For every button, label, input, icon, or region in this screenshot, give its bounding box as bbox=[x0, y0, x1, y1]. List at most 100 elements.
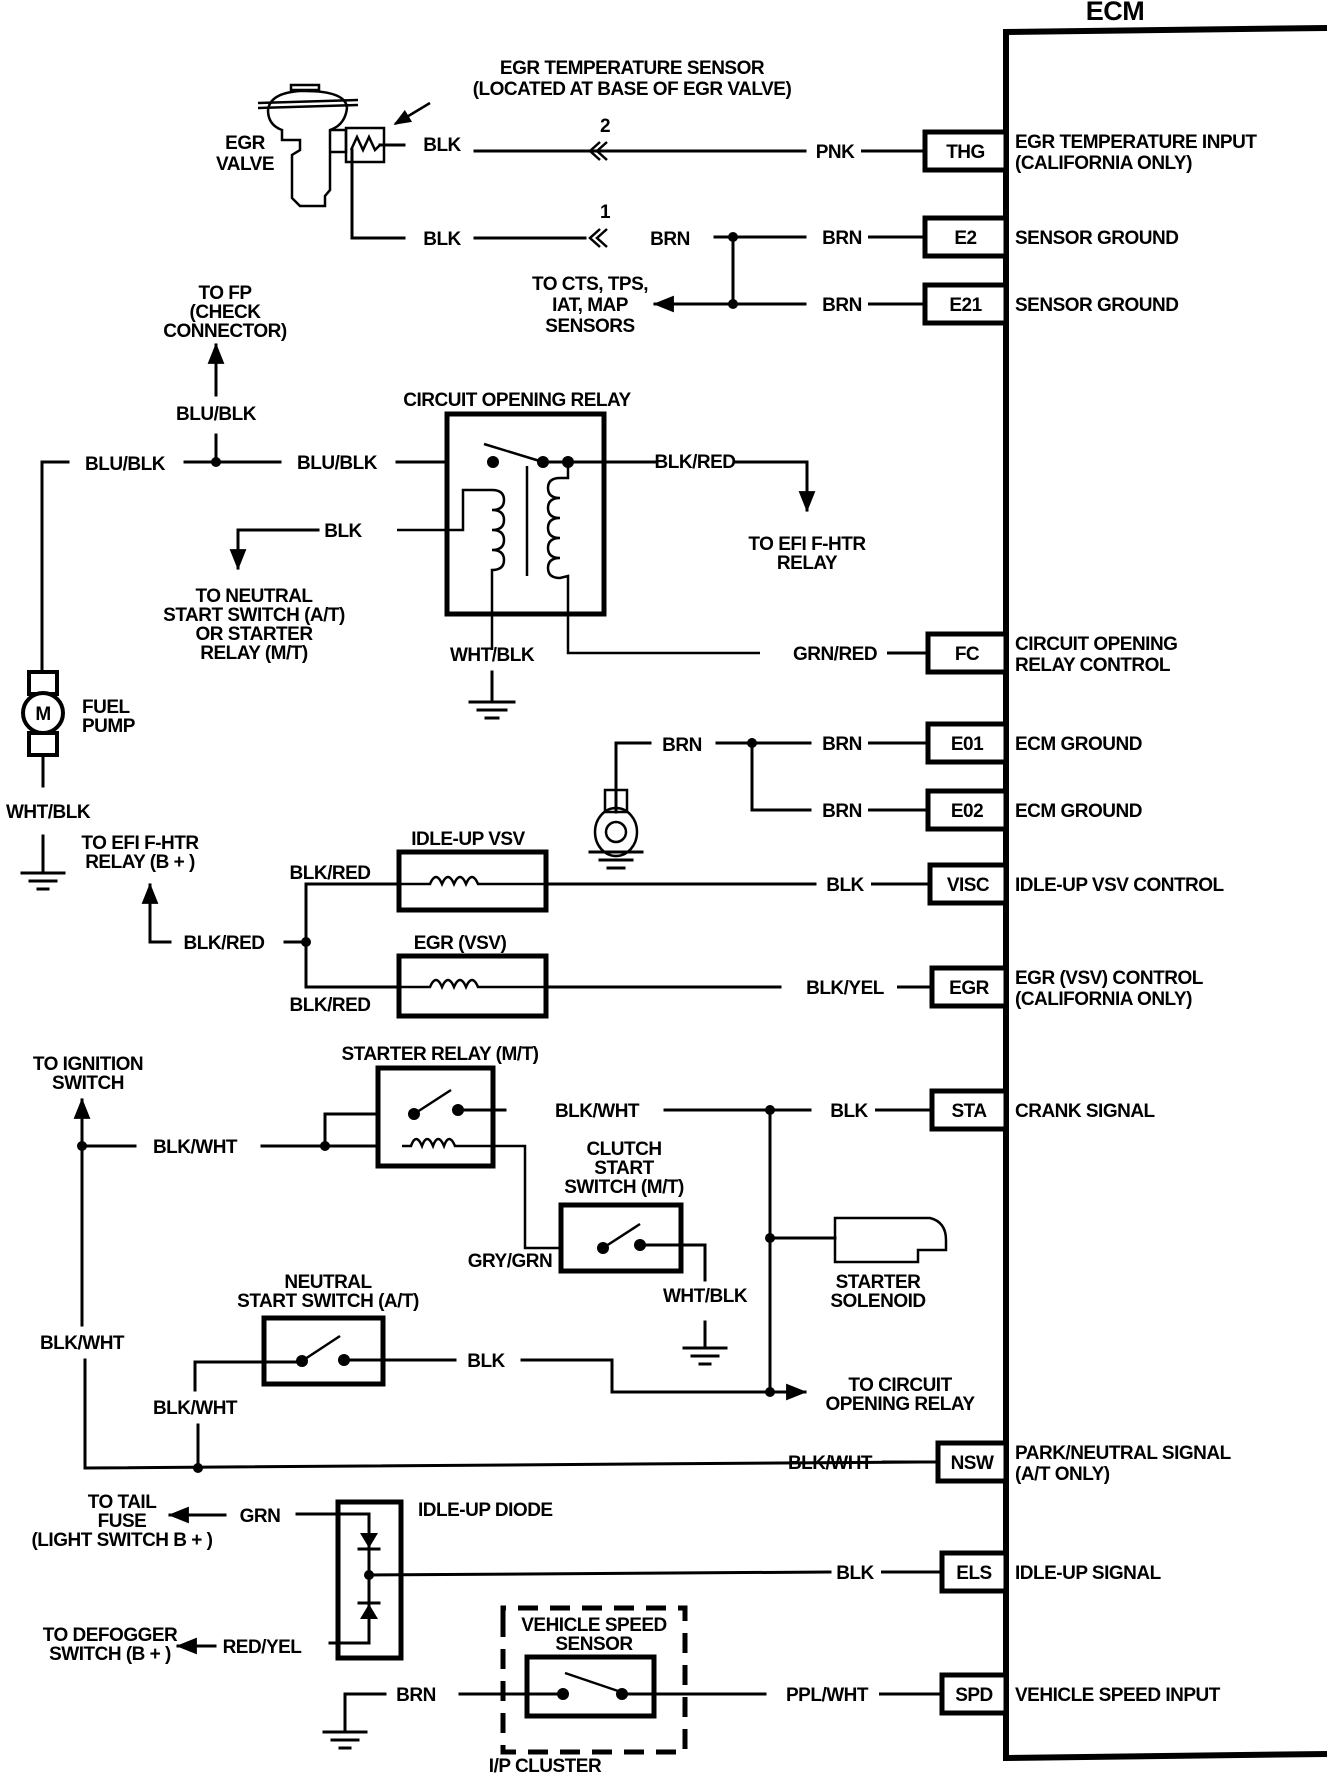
ground-icon bbox=[468, 700, 516, 720]
wire-label-blk-wht-main: BLK/WHT bbox=[153, 1137, 238, 1158]
pin-box bbox=[927, 862, 1009, 906]
pin-function-label: ECM GROUND bbox=[1015, 734, 1142, 755]
wire-label-blk-relay: BLK bbox=[324, 521, 362, 542]
starter-solenoid-icon bbox=[833, 1216, 948, 1264]
pin-function-label: SENSOR GROUND bbox=[1015, 228, 1178, 249]
egr-temperature-sensor-section: EGR TEMPERATURE SENSOR (LOCATED AT BASE … bbox=[216, 58, 807, 337]
pin-code: E2 bbox=[954, 228, 976, 249]
circuit-opening-relay-box bbox=[444, 411, 607, 617]
neutral-switch-title-1: NEUTRAL bbox=[284, 1272, 372, 1293]
wire-label: BLK bbox=[836, 1563, 874, 1584]
wire-label: BRN bbox=[822, 801, 862, 822]
wire-label-brn-vss: BRN bbox=[396, 1685, 436, 1706]
wire-label-blk-wht-neutral-in: BLK/WHT bbox=[153, 1398, 238, 1419]
to-tail-label-3: (LIGHT SWITCH B + ) bbox=[31, 1530, 212, 1551]
pin-code: SPD bbox=[955, 1685, 993, 1706]
pin-function-label: (A/T ONLY) bbox=[1015, 1464, 1110, 1485]
to-sensors-label-2: IAT, MAP bbox=[552, 295, 629, 316]
wire-label: BRN bbox=[822, 295, 862, 316]
pin-code: E01 bbox=[951, 734, 984, 755]
pin-function-label: VEHICLE SPEED INPUT bbox=[1015, 1685, 1221, 1706]
starter-relay-box bbox=[375, 1065, 496, 1169]
egr-valve-label-1: EGR bbox=[225, 133, 265, 154]
wire-label-blk-neutral-out: BLK bbox=[467, 1351, 505, 1372]
idle-up-diode-title: IDLE-UP DIODE bbox=[418, 1500, 553, 1521]
ecm-block: ECM bbox=[1002, 0, 1328, 1762]
egr-sensor-label-2: (LOCATED AT BASE OF EGR VALVE) bbox=[473, 79, 792, 100]
pin-box bbox=[925, 721, 1009, 765]
pin-box bbox=[939, 1672, 1009, 1716]
relay-coil-left-icon bbox=[397, 488, 506, 650]
ground-icon bbox=[588, 850, 644, 870]
wire-label-blu-blk-right: BLU/BLK bbox=[297, 453, 378, 474]
circuit-opening-relay-section: TO FP (CHECK CONNECTOR) BLU/BLK BLU/BLK … bbox=[6, 283, 867, 891]
pin-code: THG bbox=[946, 142, 985, 163]
pin-box bbox=[922, 129, 1009, 173]
pin-box bbox=[925, 631, 1009, 675]
starter-relay-title: STARTER RELAY (M/T) bbox=[341, 1044, 538, 1065]
to-efi-relay-label-2: RELAY bbox=[777, 553, 838, 574]
wire-label-blk-red-egr: BLK/RED bbox=[290, 995, 371, 1016]
egr-sensor-pointer-arrow bbox=[393, 101, 431, 126]
fuel-pump-label-1: FUEL bbox=[82, 697, 131, 718]
diode-icon-upper bbox=[360, 1533, 378, 1548]
fuel-pump-label-2: PUMP bbox=[82, 716, 136, 737]
pin-function-label: IDLE-UP VSV CONTROL bbox=[1015, 875, 1225, 896]
to-efi-relay-label-1: TO EFI F-HTR bbox=[748, 534, 866, 555]
starter-relay-coil-icon bbox=[402, 1137, 568, 1250]
connector-1-icon bbox=[588, 228, 608, 248]
circuit-opening-relay-title: CIRCUIT OPENING RELAY bbox=[403, 390, 631, 411]
wire-label: PPL/WHT bbox=[786, 1685, 869, 1706]
to-fp-label-3: CONNECTOR) bbox=[163, 321, 287, 342]
wire-label: BRN bbox=[822, 734, 862, 755]
egr-valve-icon bbox=[257, 83, 359, 208]
clutch-switch-title-2: START bbox=[594, 1158, 654, 1179]
wire-label-brn-left: BRN bbox=[650, 229, 690, 250]
thermistor-icon bbox=[349, 134, 381, 153]
to-sensors-label-3: SENSORS bbox=[545, 316, 634, 337]
ecm-outline bbox=[1003, 24, 1328, 1761]
to-defogger-label-2: SWITCH (B + ) bbox=[49, 1644, 171, 1665]
ip-cluster-dashed-boundary bbox=[500, 1605, 688, 1755]
wire-label-gry-grn: GRY/GRN bbox=[468, 1251, 552, 1272]
ecm-bottom-edge bbox=[1002, 1750, 1328, 1762]
wire-label-blk-red-feed: BLK/RED bbox=[184, 933, 265, 954]
pin-box bbox=[935, 1440, 1009, 1484]
pin-function-label: ECM GROUND bbox=[1015, 801, 1142, 822]
egr-vsv-title: EGR (VSV) bbox=[414, 933, 507, 954]
wire-label: GRN/RED bbox=[793, 644, 877, 665]
relay-coil-right-icon bbox=[546, 462, 760, 655]
wire-label-blk-red-out: BLK/RED bbox=[655, 452, 736, 473]
ecm-title: ECM bbox=[1086, 0, 1145, 26]
starter-solenoid-label-2: SOLENOID bbox=[830, 1291, 925, 1312]
ecm-pin-spd: PPL/WHT SPD VEHICLE SPEED INPUT bbox=[786, 1672, 1221, 1716]
wire-label-blu-blk-left: BLU/BLK bbox=[85, 454, 166, 475]
to-circuit-opening-relay-label-2: OPENING RELAY bbox=[825, 1394, 975, 1415]
to-fp-label-1: TO FP bbox=[198, 283, 252, 304]
clutch-switch-title-3: SWITCH (M/T) bbox=[564, 1177, 684, 1198]
vss-title-1: VEHICLE SPEED bbox=[521, 1615, 667, 1636]
ecm-pin-e01: BRN E01 ECM GROUND bbox=[822, 721, 1142, 765]
wire-label: PNK bbox=[816, 142, 855, 163]
relay-switch-contact bbox=[483, 442, 544, 464]
clutch-switch-title-1: CLUTCH bbox=[586, 1139, 661, 1160]
pin-function-label: SENSOR GROUND bbox=[1015, 295, 1178, 316]
ip-cluster-label: I/P CLUSTER bbox=[489, 1756, 602, 1777]
to-efi-b-label-1: TO EFI F-HTR bbox=[81, 833, 199, 854]
diode-icon-lower bbox=[360, 1604, 378, 1619]
ecm-ground-section: BRN bbox=[588, 735, 812, 870]
wire-label-grn: GRN bbox=[240, 1506, 281, 1527]
pin-function-label: EGR (VSV) CONTROL bbox=[1015, 968, 1204, 989]
pin-function-label: PARK/NEUTRAL SIGNAL bbox=[1015, 1443, 1232, 1464]
clutch-start-switch-box bbox=[558, 1202, 684, 1274]
pin-function-label: IDLE-UP SIGNAL bbox=[1015, 1563, 1162, 1584]
pin-code: VISC bbox=[947, 875, 990, 896]
